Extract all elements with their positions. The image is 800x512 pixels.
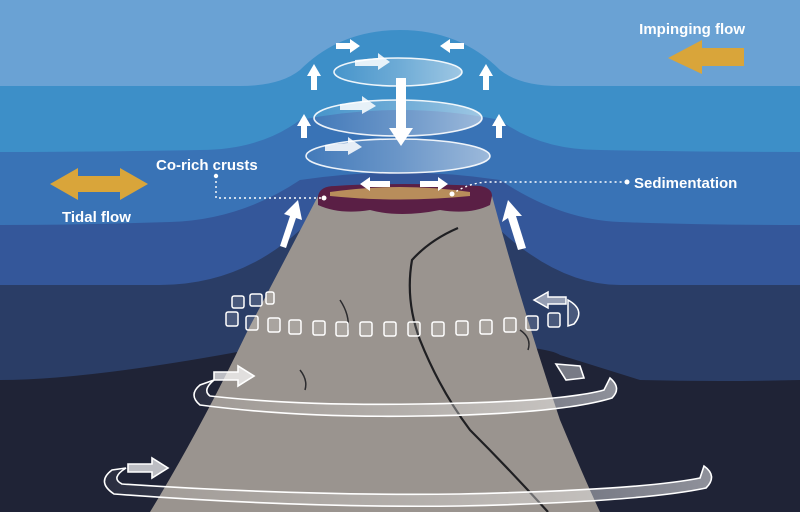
summit-divergence-arrows <box>360 177 448 191</box>
right-arrow-icon <box>336 39 360 53</box>
dash-segment <box>525 315 539 331</box>
ring-arrow-icon <box>340 96 376 114</box>
dash-segment <box>503 317 517 333</box>
circulation-ring-lower <box>193 376 618 418</box>
sedimentation-annotation: Sedimentation <box>449 175 737 197</box>
up-arrow-icon <box>502 200 526 250</box>
seamount-crack-small-2 <box>299 369 307 391</box>
dash-segment <box>231 295 245 309</box>
surface-arrows <box>336 39 464 53</box>
downwelling <box>389 78 413 146</box>
dash-segment <box>335 321 349 337</box>
dash-segment <box>267 317 281 333</box>
up-arrow-icon <box>297 114 311 138</box>
tidal-flow-label: Tidal flow <box>62 209 131 226</box>
seamount <box>150 184 600 512</box>
dash-segment <box>249 293 263 307</box>
ring-arrow-icon <box>127 456 170 480</box>
lower-circulation <box>103 363 713 508</box>
ring-arrow-icon <box>213 364 256 388</box>
ring-arrow-icon <box>355 53 390 70</box>
up-arrow-icon <box>492 114 506 138</box>
impinging-flow-label: Impinging flow <box>639 21 745 38</box>
up-arrow-icon <box>280 200 302 248</box>
dash-segment <box>288 319 302 335</box>
summit-ring-arrows <box>325 53 390 155</box>
dash-segment <box>479 319 493 335</box>
dash-segment <box>383 321 397 337</box>
right-arrow-icon <box>420 177 448 191</box>
impinging-flow-arrow-icon <box>668 40 744 74</box>
water-layer-1 <box>0 0 800 86</box>
co-rich-crusts-label: Co-rich crusts <box>156 157 258 174</box>
sedimentation-pointer-end <box>624 179 630 185</box>
seamount-body <box>150 192 600 512</box>
up-arrow-icon <box>479 64 493 90</box>
co-rich-crusts-leader-line <box>215 176 322 199</box>
circulation-ring-bottom <box>103 464 713 508</box>
sedimentation-leader-line <box>451 181 625 195</box>
dashed-circulation-ring <box>225 290 580 337</box>
left-arrow-icon <box>532 290 567 310</box>
downwelling-arrow-icon <box>389 78 413 146</box>
dash-segment <box>407 321 421 337</box>
dash-segment <box>431 321 445 337</box>
dash-ring-arrow-icon <box>567 298 580 328</box>
dash-segment <box>359 321 373 337</box>
left-arrow-icon <box>440 39 464 53</box>
dash-segment <box>547 312 561 328</box>
dash-segment <box>312 320 326 336</box>
seamount-crack <box>408 226 549 512</box>
circulation-ring-middle <box>305 138 491 174</box>
impinging-flow-indicator: Impinging flow <box>639 21 745 74</box>
up-arrow-icon <box>307 64 321 90</box>
sediment-layer <box>330 187 470 200</box>
co-rich-crusts-pointer-end <box>321 195 327 201</box>
sedimentation-label: Sedimentation <box>634 175 737 192</box>
dash-segment <box>225 311 239 327</box>
dash-segment <box>265 291 275 305</box>
dash-segment <box>455 320 469 336</box>
ring-arrow-icon <box>325 137 362 155</box>
left-arrow-icon <box>360 177 390 191</box>
dash-segment <box>245 315 259 331</box>
tidal-flow-arrow-icon <box>50 168 148 200</box>
flank-upwelling-arrows <box>280 200 526 250</box>
tidal-flow-indicator: Tidal flow <box>50 168 148 226</box>
ring-arrow-icon <box>554 363 586 381</box>
co-rich-crusts-annotation: Co-rich crusts <box>156 157 327 201</box>
seamount-crack-small-3 <box>519 329 530 351</box>
upwelling-small-arrows <box>297 64 506 138</box>
